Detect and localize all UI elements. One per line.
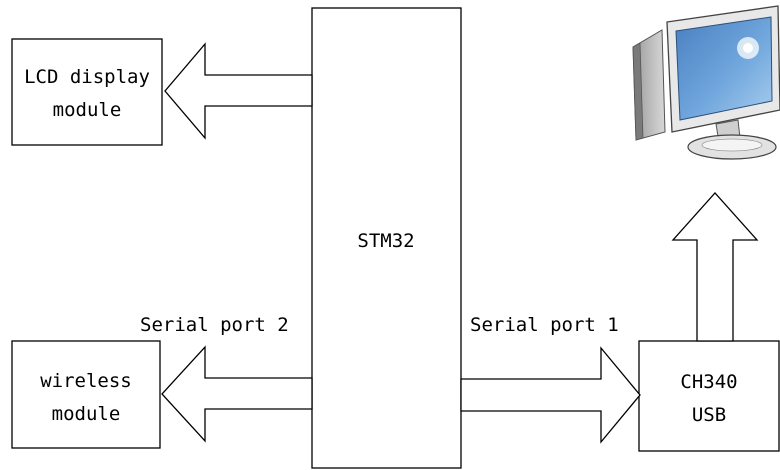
stm32-block: STM32 xyxy=(312,8,461,468)
ch340-usb-block: CH340 USB xyxy=(639,341,779,451)
serial-port-1-label: Serial port 1 xyxy=(470,314,619,336)
arrow-ch340-to-computer xyxy=(673,193,757,341)
stm32-label: STM32 xyxy=(357,230,414,252)
lcd-block-label-line2: module xyxy=(53,99,122,121)
wireless-block-label-line1: wireless xyxy=(40,370,132,392)
arrow-stm32-to-ch340 xyxy=(461,348,640,442)
arrow-stm32-to-wireless xyxy=(162,347,312,441)
serial-port-2-label: Serial port 2 xyxy=(140,314,289,336)
wireless-module-block: wireless module xyxy=(12,341,160,448)
wireless-block-label-line2: module xyxy=(52,403,121,425)
ch340-block-label-line2: USB xyxy=(692,404,726,426)
ch340-block-label-line1: CH340 xyxy=(680,371,737,393)
computer-monitor-icon xyxy=(633,6,780,159)
arrow-stm32-to-lcd xyxy=(165,44,312,138)
lcd-display-module-block: LCD display module xyxy=(12,39,162,145)
lcd-block-label-line1: LCD display xyxy=(24,66,150,88)
